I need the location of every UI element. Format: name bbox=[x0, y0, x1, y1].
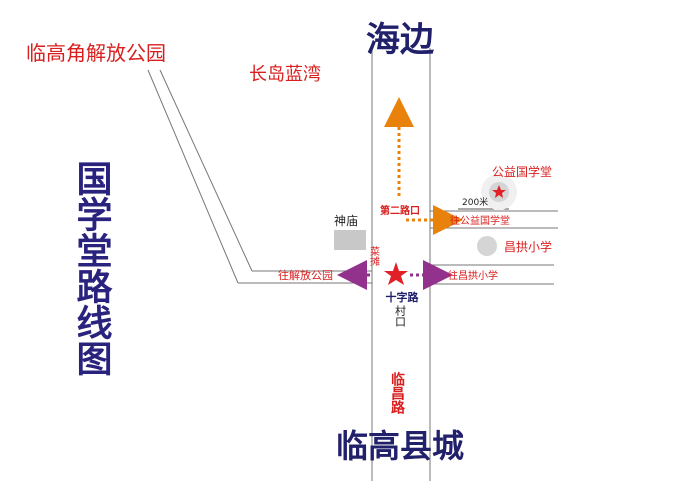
label-to-changgong: 往昌拱小学 bbox=[448, 269, 498, 282]
title-linshi: 临高县城 bbox=[336, 427, 464, 465]
label-shenmiao: 神庙 bbox=[334, 214, 358, 228]
label-cunkou: 村口 bbox=[394, 304, 407, 327]
label-changdao: 长岛蓝湾 bbox=[249, 64, 321, 85]
label-linchang: 临昌路 bbox=[389, 371, 405, 414]
label-to-park: 往解放公园 bbox=[278, 268, 333, 282]
star-icon-small bbox=[492, 185, 506, 198]
label-distance: 200米 bbox=[462, 196, 488, 208]
label-gongyi: 公益国学堂 bbox=[492, 164, 552, 179]
title-haibian: 海边 bbox=[366, 20, 434, 60]
road-diagonal-outer bbox=[147, 69, 239, 284]
label-park-far: 临高角解放公园 bbox=[26, 41, 166, 65]
building-box-icon bbox=[334, 230, 366, 250]
label-caitan: 菜摊 bbox=[368, 246, 380, 267]
page-title: 国学堂路线图 bbox=[71, 160, 113, 376]
star-icon bbox=[384, 262, 408, 285]
label-changgong: 昌拱小学 bbox=[504, 239, 552, 254]
label-to-gongyi: 往公益国学堂 bbox=[450, 214, 510, 227]
changgong-marker-icon bbox=[477, 236, 497, 256]
label-shizi: 十字路 bbox=[386, 290, 420, 304]
road-diagonal-inner bbox=[159, 69, 253, 272]
label-dier: 第二路口 bbox=[380, 204, 420, 217]
